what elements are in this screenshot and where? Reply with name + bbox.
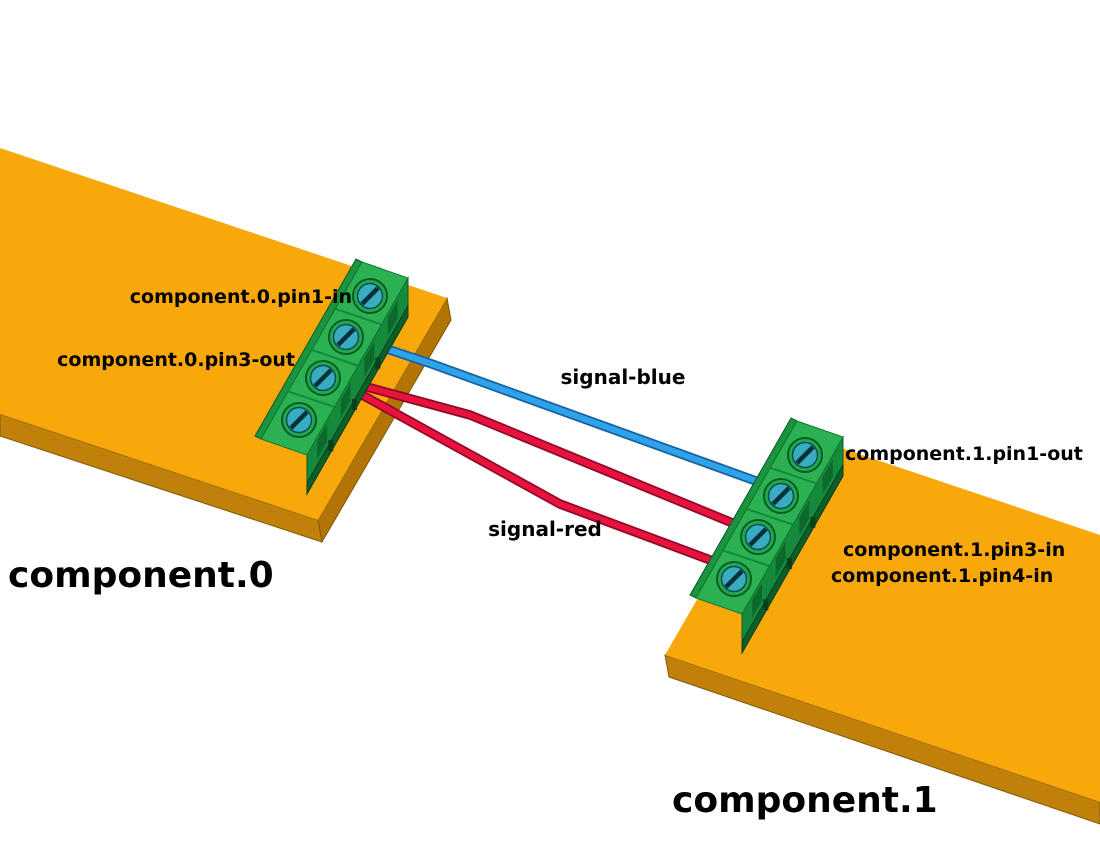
label-component-0-pin3-out: component.0.pin3-out bbox=[57, 349, 295, 371]
wire-signal-red-1 bbox=[353, 381, 755, 534]
wire-signal-blue bbox=[375, 343, 781, 492]
label-component-1-pin1-out: component.1.pin1-out bbox=[845, 443, 1083, 465]
label-component-1-pin4-in: component.1.pin4-in bbox=[831, 565, 1053, 587]
label-component-1-pin3-in: component.1.pin3-in bbox=[843, 539, 1065, 561]
label-component-1-title: component.1 bbox=[672, 780, 938, 821]
label-component-0-title: component.0 bbox=[8, 555, 274, 596]
labels: component.0.pin1-in component.0.pin3-out… bbox=[8, 286, 1083, 821]
label-component-0-pin1-in: component.0.pin1-in bbox=[130, 286, 352, 308]
board-component-1 bbox=[664, 432, 1100, 825]
label-signal-blue: signal-blue bbox=[561, 365, 686, 389]
label-signal-red: signal-red bbox=[488, 517, 602, 541]
wires bbox=[350, 341, 783, 575]
wire-signal-red-2-outline bbox=[350, 386, 742, 575]
wire-signal-red-2 bbox=[352, 388, 740, 573]
